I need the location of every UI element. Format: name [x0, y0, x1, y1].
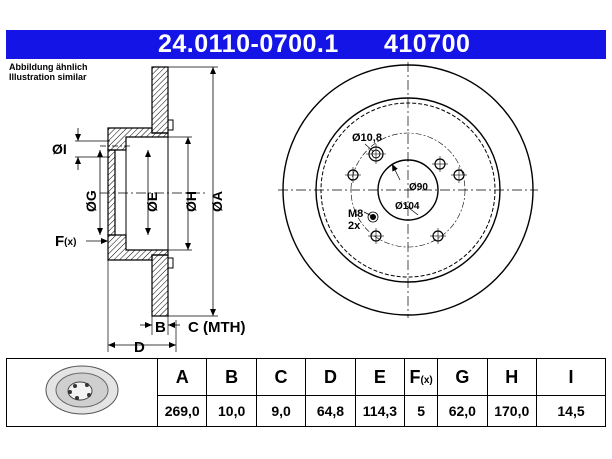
dim-label-G: ØG [83, 190, 99, 212]
dim-label-H: ØH [183, 191, 199, 212]
bolt-hole [368, 228, 384, 244]
dim-label-E: ØE [144, 192, 160, 212]
dim-label-B: B [155, 319, 166, 336]
bolt-hole-label: Ø10,8 [352, 132, 382, 144]
side-section-view [75, 66, 218, 352]
bolt-hole [430, 228, 446, 244]
col-value-I: 14,5 [536, 395, 606, 427]
col-value-F: 5 [404, 395, 439, 427]
bolt-holes [345, 144, 467, 244]
col-value-D: 64,8 [305, 395, 356, 427]
illustration-note: Abbildung ähnlich Illustration similar [9, 62, 88, 82]
col-value-B: 10,0 [206, 395, 257, 427]
dim-label-I: ØI [52, 141, 67, 157]
col-value-G: 62,0 [437, 395, 488, 427]
front-view [278, 62, 538, 318]
hat-wall [107, 149, 116, 236]
col-header-F-sub: (x) [420, 374, 433, 386]
spec-header-row: A B C D E F(x) G H I [6, 358, 606, 427]
col-header-H: H [486, 358, 538, 396]
col-value-C: 9,0 [255, 395, 307, 427]
dim-label-F-main: F [55, 233, 64, 250]
col-header-A: A [156, 358, 208, 396]
thumbnail-cell [6, 358, 158, 427]
title-bar: 24.0110-0700.1 410700 [6, 30, 606, 59]
bolt-hole [432, 156, 448, 172]
bolt-hole [451, 167, 467, 183]
center-bore-label: Ø90 [409, 182, 428, 193]
bolt-hole [345, 167, 361, 183]
friction-ring-upper [151, 66, 169, 134]
thread-label: M8 [348, 208, 363, 220]
col-header-E: E [354, 358, 406, 396]
col-header-F: F(x) [404, 358, 439, 396]
pcd-label: Ø104 [395, 201, 420, 212]
col-header-F-main: F [409, 366, 421, 387]
note-line-en: Illustration similar [9, 72, 87, 82]
col-value-H: 170,0 [486, 395, 538, 427]
col-value-A: 269,0 [156, 395, 208, 427]
dim-label-A: ØA [209, 191, 225, 212]
col-header-C: C [255, 358, 307, 396]
dim-label-F-sub: (x) [64, 237, 76, 248]
threaded-hole [367, 211, 379, 223]
col-header-G: G [437, 358, 488, 396]
dim-label-F: F(x) [55, 233, 76, 250]
article-code: 410700 [384, 30, 471, 58]
pcd-circle [350, 132, 466, 248]
col-header-I: I [536, 358, 606, 396]
spec-value-row: 269,0 10,0 9,0 64,8 114,3 5 62,0 170,0 1… [7, 395, 606, 427]
col-header-D: D [305, 358, 356, 396]
bolt-hole [366, 144, 386, 164]
friction-ring-lower [151, 254, 169, 317]
col-value-E: 114,3 [354, 395, 406, 427]
col-header-B: B [206, 358, 257, 396]
spec-table: A B C D E F(x) G H I 269,0 10,0 9,0 64,8… [6, 358, 606, 427]
dim-label-C: C (MTH) [188, 319, 245, 336]
part-number: 24.0110-0700.1 [158, 30, 339, 58]
note-line-de: Abbildung ähnlich [9, 62, 88, 72]
dim-label-D: D [134, 339, 145, 356]
thread-qty-label: 2x [348, 220, 361, 232]
disc-thumbnail [45, 365, 119, 415]
